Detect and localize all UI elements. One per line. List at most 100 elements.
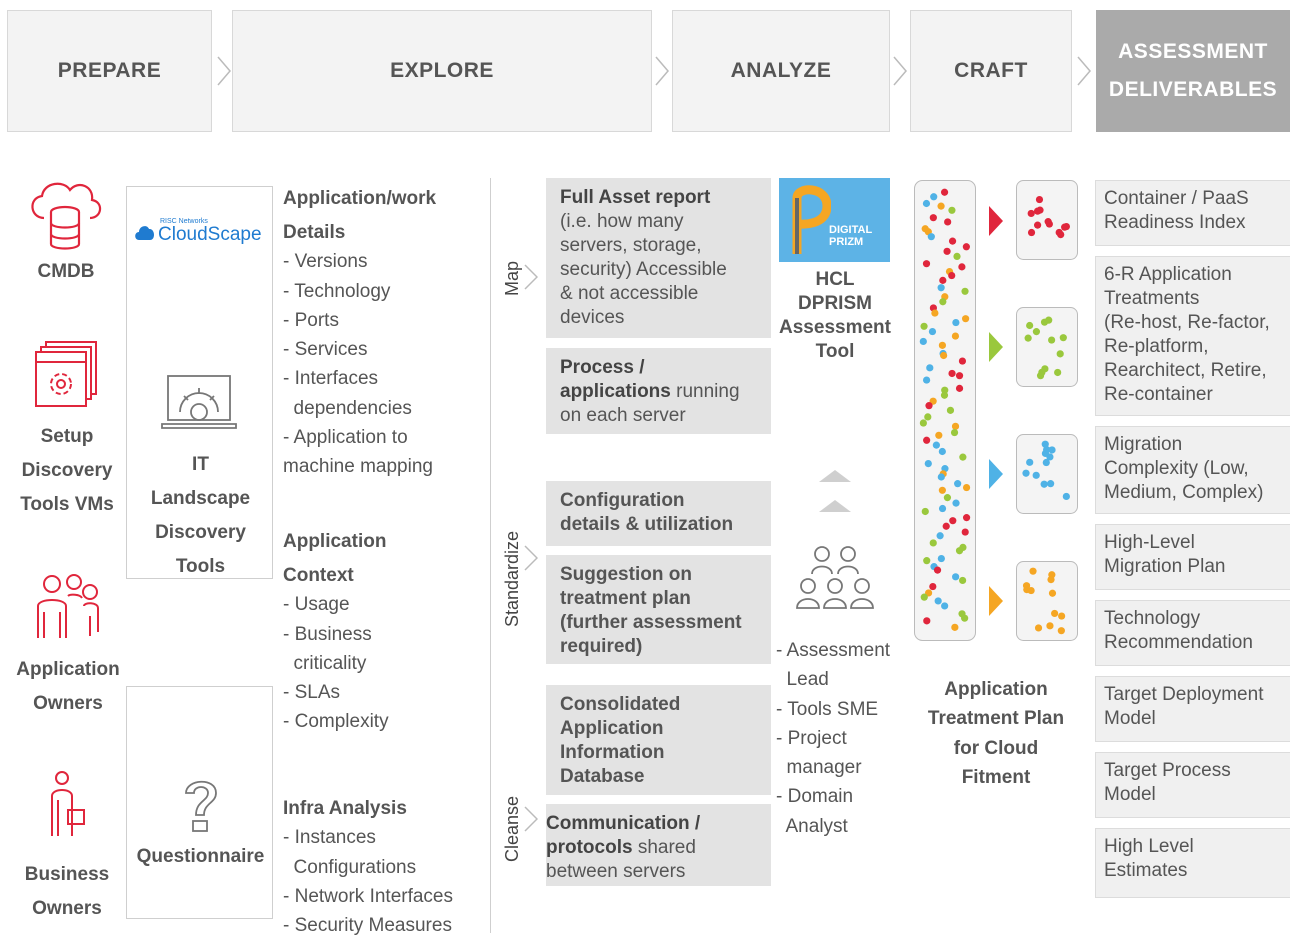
tube-dot [948,206,956,214]
jar-dot [1027,586,1035,595]
team-role: Lead [776,669,829,691]
step-communication: Communication / protocols shared between… [546,804,771,886]
infra-item: Configurations [283,856,417,878]
deliverable-line: Recommendation [1104,632,1253,653]
tube-dot [962,483,971,492]
source-app-owners-label: Application Owners [8,653,128,721]
tube-dot [931,309,939,317]
tube-dot [962,243,970,251]
tube-dot [942,522,950,530]
deliverable-line: Target Deployment [1104,684,1264,705]
step-consolidated-database: Consolidated Application Information Dat… [546,685,771,795]
tube-dot [959,453,967,461]
dprism-logo-text: DIGITAL PRIZM [829,224,872,248]
discovery-tools-box [126,186,273,579]
phase-deliverables-line1: ASSESSMENT [1118,40,1268,63]
tube-dot [919,419,927,427]
jar-dot [1022,582,1031,590]
infra-item: - Instances [283,827,376,849]
tube-dot [961,287,969,295]
deliverable-line: Container / PaaS [1104,188,1249,209]
tube-dot [948,237,957,245]
tube-dot [922,376,931,384]
tube-dot [941,602,949,610]
tube-dot [938,504,947,513]
infra-item: - Network Interfaces [283,885,453,907]
treatment-plan-line: Fitment [961,766,1031,788]
jar-dot [1027,228,1036,237]
phase-craft: CRAFT [910,10,1072,132]
app-work-item: - Interfaces [283,368,379,390]
chevron-right-icon [1077,56,1091,86]
application-mix-tube [914,180,976,641]
process-line: on each server [560,405,686,426]
business-person-icon [51,771,85,836]
tube-dot [943,494,952,502]
deliverable-technology-recommendation: Technology Recommendation [1095,600,1290,666]
deliverable-line: Migration [1104,434,1183,455]
jar-dot [1029,567,1037,575]
suggestion-line: treatment plan [560,588,691,609]
jar-green [1016,307,1078,387]
tube-dot [928,327,937,336]
app-context-item: - Usage [283,594,350,616]
tube-dot [924,413,932,421]
comm-line: shared [632,837,696,858]
tube-dot [961,614,969,622]
dprism-logo-line1: DIGITAL [829,224,873,236]
treatment-plan-label: Application Treatment Plan for Cloud Fit… [912,675,1080,792]
step-process-applications: Process / applications running on each s… [546,348,771,434]
stage-map-label: Map [502,260,522,296]
tube-dot [929,214,937,222]
deliverable-line: (Re-host, Re-factor, [1104,312,1270,333]
upward-arrows-icon [819,470,851,512]
jar-dot [1026,458,1034,466]
user-group-icon [37,574,99,638]
tube-dot [955,384,964,392]
phase-deliverables-line2: DELIVERABLES [1108,78,1278,101]
consolidated-line: Consolidated [560,694,681,715]
full-asset-line: & not accessible [560,283,699,304]
suggestion-line: required) [560,636,643,657]
infra-heading: Infra Analysis [283,798,407,819]
arrow-right-blue-icon [989,459,1003,489]
tube-dot [922,260,931,268]
tube-dot [939,298,947,306]
source-app-owners-line2: Owners [33,693,103,714]
team-role: - Project [776,727,847,749]
jar-dot [1034,624,1043,632]
cloudscape-logo: RISC Networks CloudScape [134,218,270,248]
arrow-right-red-icon [989,206,1003,236]
deliverable-line: Estimates [1104,860,1188,881]
tube-dot [935,431,943,439]
source-app-owners-line1: Application [16,659,120,680]
full-asset-line: servers, storage, [560,235,702,256]
team-role: Analyst [776,815,848,837]
deliverable-line: Model [1104,784,1156,805]
tube-dot [948,369,956,378]
jar-dot [1026,321,1034,330]
jar-red [1016,180,1078,260]
team-role: - Tools SME [776,698,879,720]
comm-title-2: protocols [546,837,633,858]
tube-dot [934,597,942,605]
source-setup-line3: Tools VMs [20,494,114,515]
deliverable-line: Technology [1104,608,1201,629]
jar-dot [1024,334,1032,342]
app-context-item: - Complexity [283,711,389,733]
chevron-right-icon [893,56,907,86]
jar-dot [1022,469,1030,477]
dprism-label-line: Tool [815,341,855,362]
treatment-plan-line: for Cloud [953,737,1039,759]
step-configuration: Configuration details & utilization [546,481,771,546]
tube-dot [919,337,927,346]
app-work-item: - Technology [283,280,391,302]
tube-dot [951,623,959,631]
app-context-item: - SLAs [283,682,341,704]
jar-dot [1059,334,1067,342]
jar-dot [1036,206,1044,214]
jar-dot [1057,627,1065,635]
deliverable-target-deployment: Target Deployment Model [1095,676,1290,742]
tube-dot [952,573,960,581]
tube-dot [923,557,931,565]
